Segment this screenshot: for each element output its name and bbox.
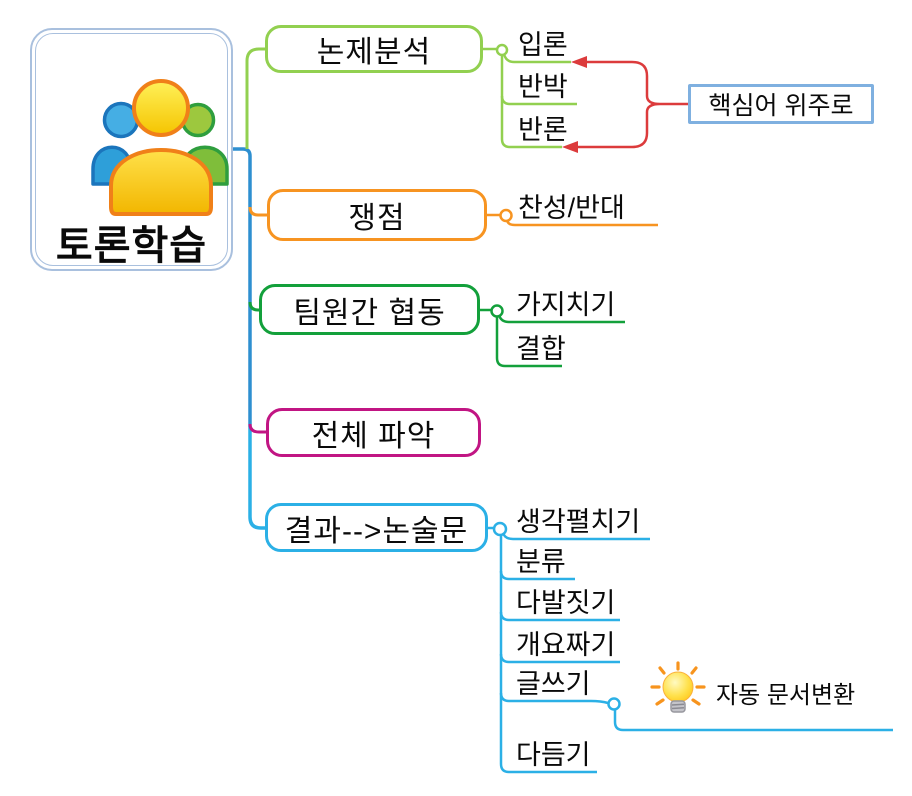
node-combining[interactable]: 결합: [516, 334, 566, 364]
node-writing[interactable]: 글쓰기: [516, 669, 591, 699]
branch-lines-overall-grasp: [248, 423, 266, 434]
collapse-handle-topic-analysis[interactable]: [495, 43, 509, 57]
node-classification[interactable]: 분류: [516, 547, 566, 577]
node-rebuttal[interactable]: 반박: [518, 72, 568, 102]
trunk-line-lower: [248, 427, 265, 530]
root-label: 토론학습: [55, 224, 208, 268]
node-issue[interactable]: 쟁점: [267, 189, 487, 241]
node-overall-grasp-label: 전체 파악: [311, 419, 436, 453]
node-team-cooperation[interactable]: 팀원간 협동: [259, 284, 480, 335]
root-node-inner-border: [35, 33, 228, 266]
node-pros-cons[interactable]: 찬성/반대: [518, 193, 625, 223]
node-auto-doc-conversion[interactable]: 자동 문서변환: [716, 682, 856, 709]
node-polishing[interactable]: 다듬기: [516, 740, 591, 770]
node-team-cooperation-label: 팀원간 협동: [293, 296, 446, 330]
node-outlining[interactable]: 개요짜기: [516, 630, 616, 660]
callout-keywords[interactable]: 핵심어 위주로: [688, 84, 874, 124]
trunk-line: [233, 147, 252, 427]
node-overall-grasp[interactable]: 전체 파악: [266, 408, 481, 457]
node-counterargument[interactable]: 반론: [518, 115, 568, 145]
collapse-handle-writing[interactable]: [607, 697, 621, 711]
callout-brace: [562, 56, 688, 153]
collapse-handle-result-essay[interactable]: [492, 521, 508, 537]
callout-keywords-label: 핵심어 위주로: [708, 92, 854, 120]
node-result-essay-label: 결과-->논술문: [284, 514, 469, 548]
node-unfold-thoughts[interactable]: 생각펼치기: [516, 507, 641, 537]
node-bundling[interactable]: 다발짓기: [516, 588, 616, 618]
node-topic-analysis-label: 논제분석: [316, 36, 432, 69]
people-group-icon: [91, 79, 229, 216]
root-node[interactable]: 토론학습: [30, 28, 233, 271]
node-topic-analysis[interactable]: 논제분석: [265, 25, 483, 73]
lightbulb-icon: [650, 661, 706, 713]
node-pruning[interactable]: 가지치기: [516, 290, 616, 320]
collapse-handle-issue[interactable]: [499, 208, 513, 223]
node-constructive-speech[interactable]: 입론: [518, 30, 568, 60]
node-issue-label: 쟁점: [348, 202, 406, 235]
collapse-handle-team-cooperation[interactable]: [490, 304, 504, 318]
branch-lines-result-essay: [488, 526, 893, 774]
node-result-essay[interactable]: 결과-->논술문: [265, 503, 488, 552]
